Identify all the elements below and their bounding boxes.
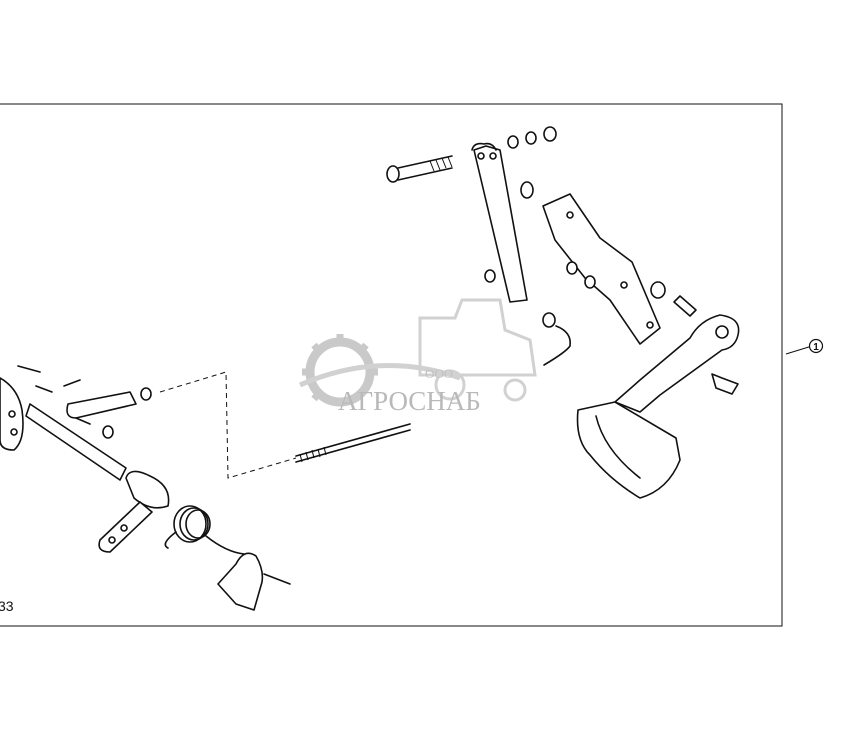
mount-bracket xyxy=(217,552,291,611)
watermark-prefix: ООО xyxy=(425,366,453,381)
connecting-rod xyxy=(159,371,411,479)
left-levers xyxy=(0,365,170,553)
callout-number: 1 xyxy=(813,342,819,353)
watermark: ООО АГРОСНАБ xyxy=(298,298,537,416)
callout-1: 1 xyxy=(785,338,824,355)
link-bar xyxy=(471,142,528,303)
slotted-bracket xyxy=(542,193,661,345)
gear-icon xyxy=(302,334,378,407)
harvester-icon xyxy=(418,298,537,402)
hardware-nuts xyxy=(484,126,739,395)
diagram-frame xyxy=(0,103,783,627)
pedal-lever xyxy=(576,314,740,499)
figure-number: 33 xyxy=(0,598,14,614)
watermark-brand: АГРОСНАБ xyxy=(338,386,481,416)
cable-hook xyxy=(543,325,572,366)
return-spring xyxy=(164,505,245,555)
bolt-top xyxy=(386,155,453,183)
